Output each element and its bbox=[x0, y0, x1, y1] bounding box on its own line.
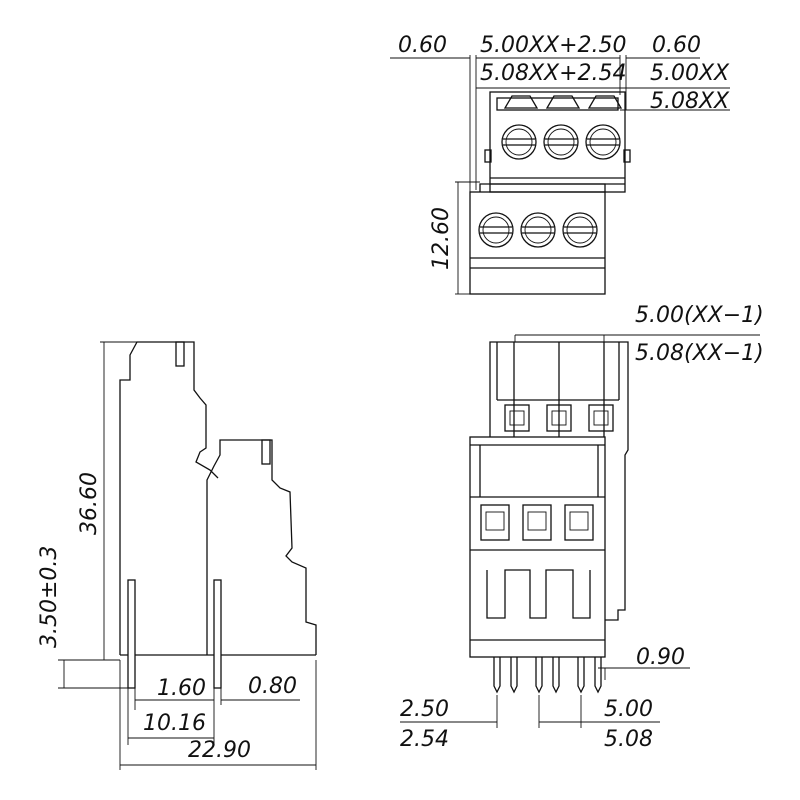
dim-side-height: 36.60 bbox=[77, 472, 102, 535]
pin-row bbox=[493, 657, 602, 694]
wire-entry-icon bbox=[522, 504, 552, 541]
dim-side-row-spacing: 10.16 bbox=[143, 711, 206, 736]
front-view bbox=[400, 334, 760, 728]
wire-entry-icon bbox=[504, 404, 530, 432]
wire-entry-icon bbox=[588, 404, 614, 432]
screw-icon bbox=[585, 124, 621, 160]
dim-side-depth: 22.90 bbox=[188, 738, 251, 763]
dim-top-pitch-a: 5.00XX+2.50 bbox=[480, 33, 627, 58]
dim-top-height: 12.60 bbox=[429, 207, 454, 270]
dim-pin-width: 0.90 bbox=[636, 645, 685, 670]
dim-pin-pitch-a: 5.00 bbox=[604, 697, 653, 722]
dim-pin-offset-b: 2.54 bbox=[400, 727, 449, 752]
dim-side-pin-thickness: 0.80 bbox=[248, 674, 297, 699]
top-view bbox=[390, 55, 730, 295]
dimension-labels: 0.60 5.00XX+2.50 0.60 5.08XX+2.54 5.00XX… bbox=[37, 33, 764, 763]
dim-side-pin-gap: 1.60 bbox=[157, 676, 206, 701]
wire-entry-icon bbox=[546, 404, 572, 432]
screw-icon bbox=[562, 212, 598, 248]
wire-entry-icon bbox=[480, 504, 510, 541]
dim-top-gap-right: 0.60 bbox=[652, 33, 701, 58]
screw-icon bbox=[501, 124, 537, 160]
wire-entry-icon bbox=[564, 504, 594, 541]
screw-icon bbox=[478, 212, 514, 248]
dim-side-pin-length: 3.50±0.3 bbox=[37, 546, 62, 648]
dim-top-gap-left: 0.60 bbox=[398, 33, 447, 58]
dim-top-pitch-b: 5.08XX+2.54 bbox=[480, 61, 627, 86]
dim-front-pitch-b: 5.08(XX−1) bbox=[635, 341, 764, 366]
screw-icon bbox=[520, 212, 556, 248]
dim-top-width-a: 5.00XX bbox=[650, 61, 730, 86]
dim-front-pitch-a: 5.00(XX−1) bbox=[635, 303, 764, 328]
dim-top-width-b: 5.08XX bbox=[650, 89, 730, 114]
screw-icon bbox=[543, 124, 579, 160]
dim-pin-offset-a: 2.50 bbox=[400, 697, 449, 722]
dim-pin-pitch-b: 5.08 bbox=[604, 727, 653, 752]
side-view bbox=[58, 341, 317, 770]
